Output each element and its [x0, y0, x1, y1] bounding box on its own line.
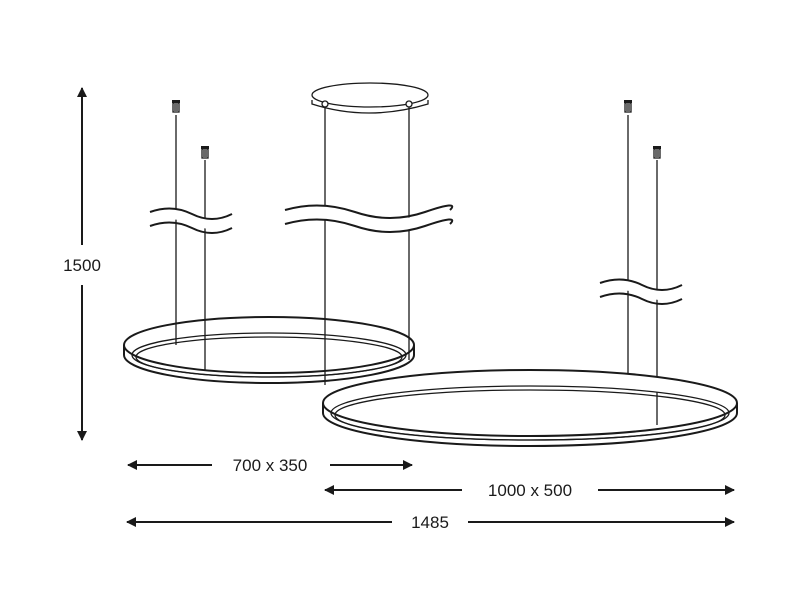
small-ring: [123, 316, 415, 384]
height-label: 1500: [63, 256, 101, 275]
large-ring-width-dimension: 1000 x 500: [324, 481, 735, 500]
break-symbol-left: [149, 207, 233, 234]
cable-break-symbols: [149, 204, 683, 305]
total-width-dimension: 1485: [126, 513, 735, 532]
ceiling-canopy: [311, 82, 429, 114]
break-symbol-right: [599, 278, 683, 305]
large-ring: [322, 369, 738, 447]
gripper-icon: [201, 146, 209, 159]
gripper-icon: [624, 100, 632, 113]
small-ring-width-dimension: 700 x 350: [127, 456, 413, 475]
canopy-screw-left: [321, 100, 329, 108]
break-symbol-center: [284, 204, 454, 233]
small-ring-width-label: 700 x 350: [233, 456, 308, 475]
height-dimension: 1500: [63, 87, 101, 441]
cable-grippers: [172, 100, 661, 159]
gripper-icon: [653, 146, 661, 159]
gripper-icon: [172, 100, 180, 113]
large-ring-width-label: 1000 x 500: [488, 481, 572, 500]
total-width-label: 1485: [411, 513, 449, 532]
canopy-screw-right: [405, 100, 413, 108]
